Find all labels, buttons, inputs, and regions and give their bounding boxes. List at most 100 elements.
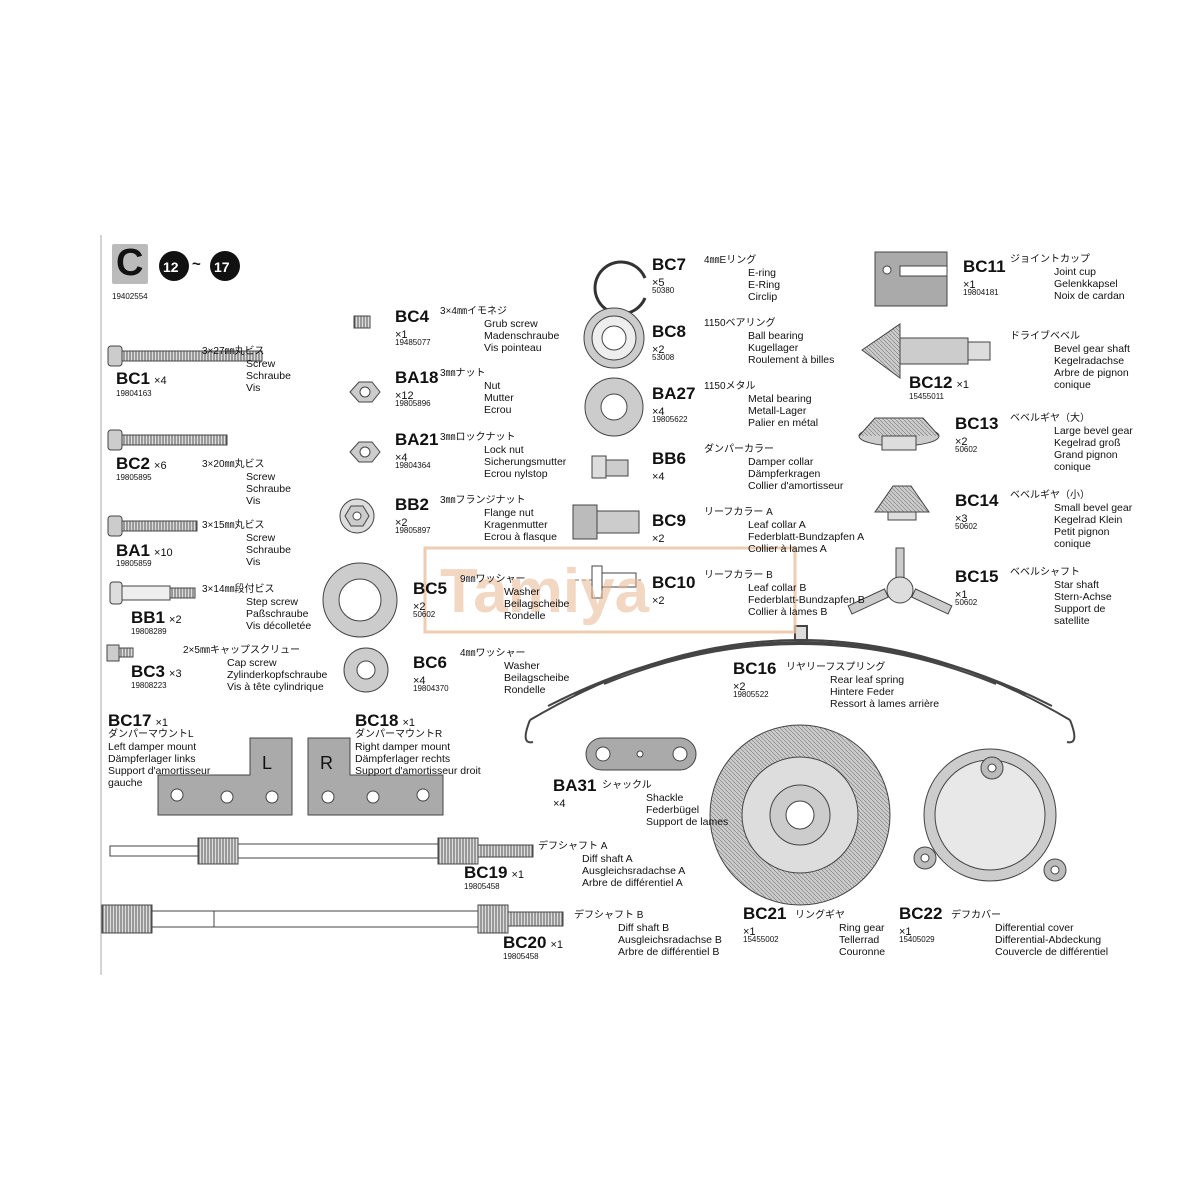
bc10-code: BC10×2 — [652, 574, 695, 608]
bc6-code: BC6×4 — [413, 653, 448, 688]
sheet-part-number: 19402554 — [112, 292, 148, 301]
bc7-e-ring-drawing — [593, 260, 647, 316]
bc21-description-line: Couronne — [839, 946, 886, 958]
bc14-qty: ×3 — [955, 513, 968, 525]
bc4-grub-screw-drawing — [353, 315, 371, 329]
ba18-code: BA18×12 — [395, 369, 438, 403]
bc6-washer-drawing — [343, 647, 389, 693]
bc5-code-text: BC5 — [413, 579, 448, 598]
bc2-part-number: 19805895 — [116, 473, 152, 482]
bc7-description-line: E-Ring — [748, 279, 781, 291]
bc17-description-line: gauche — [108, 777, 143, 789]
bc14-description-line: ベベルギヤ（小） — [1010, 490, 1090, 501]
bc4-part-number: 19485077 — [395, 338, 431, 347]
bc22-code: BC22×1 — [899, 905, 942, 939]
bc3-description-line: 2×5㎜キャップスクリュー — [183, 645, 300, 656]
ba1-description-line: Screw — [246, 532, 276, 544]
bc5-part-number: 50602 — [413, 610, 436, 619]
bc1-description-line: 3×27㎜丸ビス — [202, 346, 265, 357]
bb2-flange-nut-drawing — [339, 498, 375, 534]
bc19-qty: ×1 — [511, 869, 525, 881]
ba1-part-number: 19805859 — [116, 559, 152, 568]
bb6-qty: ×4 — [652, 471, 665, 483]
bc22-part-number: 15405029 — [899, 935, 935, 944]
bc3-part-number: 19808223 — [131, 681, 167, 690]
bc7-part-number: 50380 — [652, 286, 675, 295]
bc2-qty: ×6 — [154, 460, 167, 472]
ba1-code-text: BA1 — [116, 541, 151, 560]
ba27-description-line: 1150メタル — [704, 381, 756, 392]
bb6-description-line: Damper collar — [748, 456, 814, 468]
bc9-description-line: Leaf collar A — [748, 519, 806, 531]
bc9-code: BC9×2 — [652, 512, 686, 546]
bc5-code: BC5×2 — [413, 579, 448, 614]
bc4-code-text: BC4 — [395, 307, 430, 326]
bc3-cap-screw-drawing — [106, 644, 134, 662]
bc1-screw-drawing — [107, 345, 263, 367]
bc18-code: BC18×1 — [355, 712, 415, 732]
ba31-description-line: Federbügel — [646, 804, 700, 816]
bc1-description-line: Screw — [246, 358, 276, 370]
bc12-code-text: BC12 — [909, 373, 953, 392]
bc3-description-line: Cap screw — [227, 657, 277, 669]
bc8-description-line: Kugellager — [748, 342, 799, 354]
bc2-description-line: 3×20㎜丸ビス — [202, 459, 265, 470]
bc19-description-line: デフシャフト A — [538, 841, 608, 852]
bc11-code-text: BC11 — [963, 257, 1006, 276]
bc11-description-line: Joint cup — [1054, 266, 1097, 278]
bb2-part-number: 19805897 — [395, 526, 431, 535]
bc7-code-text: BC7 — [652, 255, 687, 274]
bc22-description-line: デフカバー — [951, 910, 1001, 921]
bc16-qty: ×2 — [733, 681, 746, 693]
bc15-code-text: BC15 — [955, 567, 999, 586]
bc20-diff-shaft-b-drawing — [101, 904, 564, 934]
ba27-description-line: Metal bearing — [748, 393, 812, 405]
bc1-code-text: BC1 — [116, 369, 151, 388]
bc13-description-line: conique — [1054, 461, 1091, 473]
bc15-description-line: Support de — [1054, 603, 1106, 615]
ba21-part-number: 19804364 — [395, 461, 431, 470]
step-end-badge — [210, 251, 240, 281]
ba1-description-line: Vis — [246, 556, 261, 568]
bc13-description-line: Large bevel gear — [1054, 425, 1133, 437]
ba18-description-line: Nut — [484, 380, 501, 392]
bc22-description-line: Differential cover — [995, 922, 1074, 934]
bb2-description-line: Flange nut — [484, 507, 534, 519]
bc15-star-shaft-drawing — [847, 547, 953, 615]
ba21-description-line: 3㎜ロックナット — [440, 432, 516, 443]
bc1-code: BC1×4 — [116, 370, 167, 390]
bc6-description-line: Rondelle — [504, 684, 546, 696]
bc12-code: BC12×1 — [909, 374, 969, 394]
bc12-description-line: Kegelradachse — [1054, 355, 1125, 367]
watermark-logo: Tamiya — [440, 557, 650, 626]
bc13-description-line: Grand pignon — [1054, 449, 1118, 461]
ba1-code: BA1×10 — [116, 542, 173, 562]
bc4-description-line: 3×4㎜イモネジ — [440, 306, 507, 317]
bc5-description-line: 9㎜ワッシャー — [460, 574, 526, 585]
ba31-description-line: シャックル — [602, 780, 652, 791]
ba31-shackle-drawing — [585, 737, 697, 771]
bc14-description-line: Kegelrad Klein — [1054, 514, 1123, 526]
bc6-code-text: BC6 — [413, 653, 448, 672]
bc4-qty: ×1 — [395, 329, 408, 341]
bc6-description-line: Washer — [504, 660, 540, 672]
bc20-qty: ×1 — [550, 939, 564, 951]
ba21-qty: ×4 — [395, 452, 408, 464]
bc7-description-line: Circlip — [748, 291, 778, 303]
section-letter: C — [116, 242, 144, 284]
bc17-description-line: Support d'amortisseur — [108, 765, 211, 777]
ba31-code: BA31×4 — [553, 777, 596, 811]
bc16-description-line: リヤリーフスプリング — [786, 662, 886, 673]
bc2-description-line: Screw — [246, 471, 276, 483]
ba18-part-number: 19805896 — [395, 399, 431, 408]
